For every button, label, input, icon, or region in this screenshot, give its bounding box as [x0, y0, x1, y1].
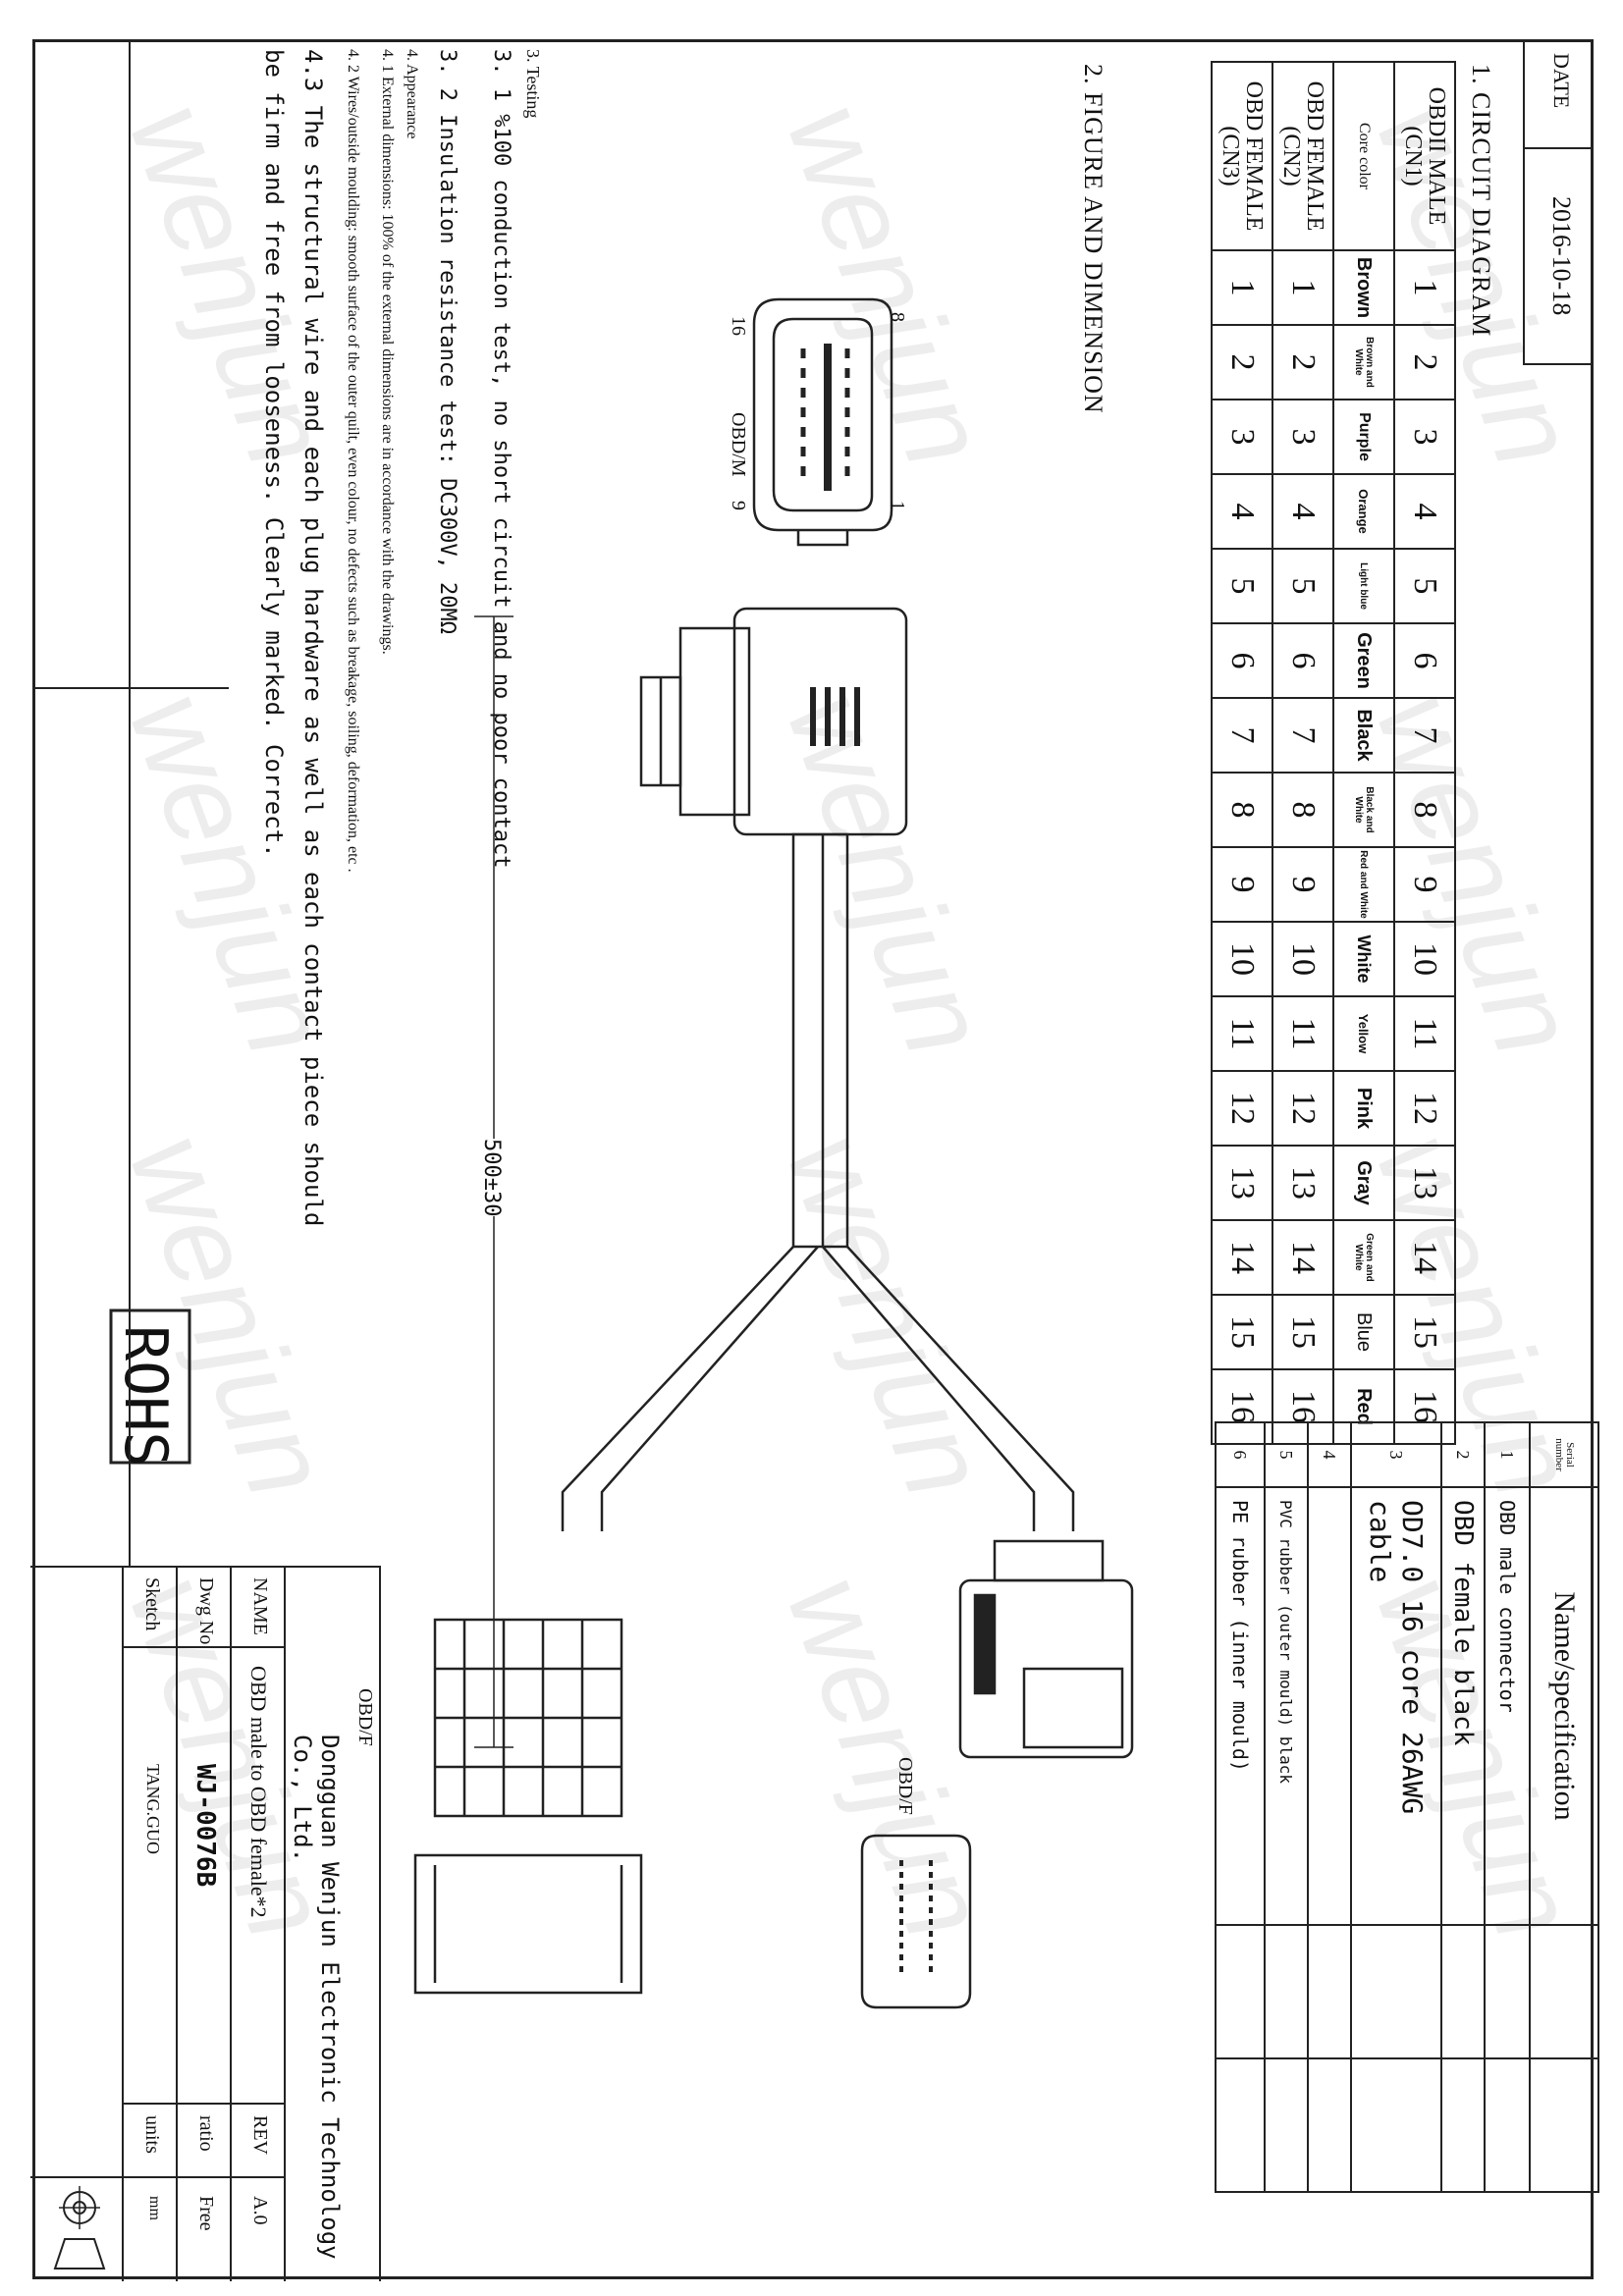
- title-block: Dongguan Wenjun Electronic Technology Co…: [30, 1566, 381, 2283]
- testing-note-2: 3. 2 Insulation resistance test: DC300V,…: [435, 49, 460, 635]
- appearance-note-3a: 4.3 The structural wire and each plug ha…: [299, 49, 327, 1227]
- projection-symbol: [30, 2176, 124, 2283]
- appearance-note-3b: be firm and free from looseness. Clearly…: [260, 49, 288, 858]
- dimension-label: 500±30: [479, 1139, 504, 1217]
- obd-female-end-view: [413, 1853, 643, 1995]
- units-label: units: [141, 2115, 163, 2154]
- obd-female-front-view: [860, 1834, 972, 2009]
- name-label: NAME: [249, 1577, 271, 1635]
- appearance-heading: 4. Appearance: [404, 49, 420, 139]
- testing-heading: 3. Testing: [523, 49, 543, 119]
- ratio-label: ratio: [195, 2115, 217, 2152]
- rev-label: REV: [249, 2115, 271, 2155]
- rev-value: A.0: [249, 2196, 271, 2225]
- sketch-value: TANG.GUO: [143, 1764, 163, 1855]
- obd-male-side-view: [639, 607, 908, 836]
- projection-icon: [53, 2186, 106, 2269]
- pin-9-label: 9: [728, 501, 749, 510]
- cable-branch-2: [600, 1246, 819, 1531]
- main-cable: [791, 832, 849, 1249]
- rohs-box: [109, 1308, 191, 1465]
- units-value: mm: [146, 2196, 163, 2220]
- appearance-note-2: 4. 2 Wires/outside moulding: smooth surf…: [345, 49, 361, 873]
- appearance-note-1: 4. 1 External dimensions: 100% of the ex…: [379, 49, 396, 655]
- testing-note-1: 3. 1 %100 conduction test, no short circ…: [489, 49, 514, 869]
- pin-8-label: 8: [887, 312, 908, 322]
- obd-male-front-view: [752, 297, 893, 547]
- sketch-label: Sketch: [141, 1577, 163, 1631]
- obd-female-connector-1: [958, 1539, 1134, 1759]
- obd-female-connector-2: [433, 1618, 623, 1818]
- revision-grid: [32, 39, 229, 1568]
- name-value: OBD male to OBD female*2: [246, 1666, 271, 1918]
- dwg-value: WJ-0076B: [190, 1764, 220, 1888]
- cable-branch-1: [846, 1246, 1075, 1531]
- obd-f-label-2: OBD/F: [894, 1757, 916, 1815]
- ratio-value: Free: [195, 2196, 217, 2231]
- pin-1-label: 1: [887, 501, 908, 510]
- pin-16-label: 16: [728, 316, 749, 336]
- dwg-label: Dwg No: [195, 1577, 217, 1645]
- obd-m-label: OBD/M: [728, 412, 749, 477]
- company-name: Dongguan Wenjun Electronic Technology Co…: [289, 1735, 344, 2260]
